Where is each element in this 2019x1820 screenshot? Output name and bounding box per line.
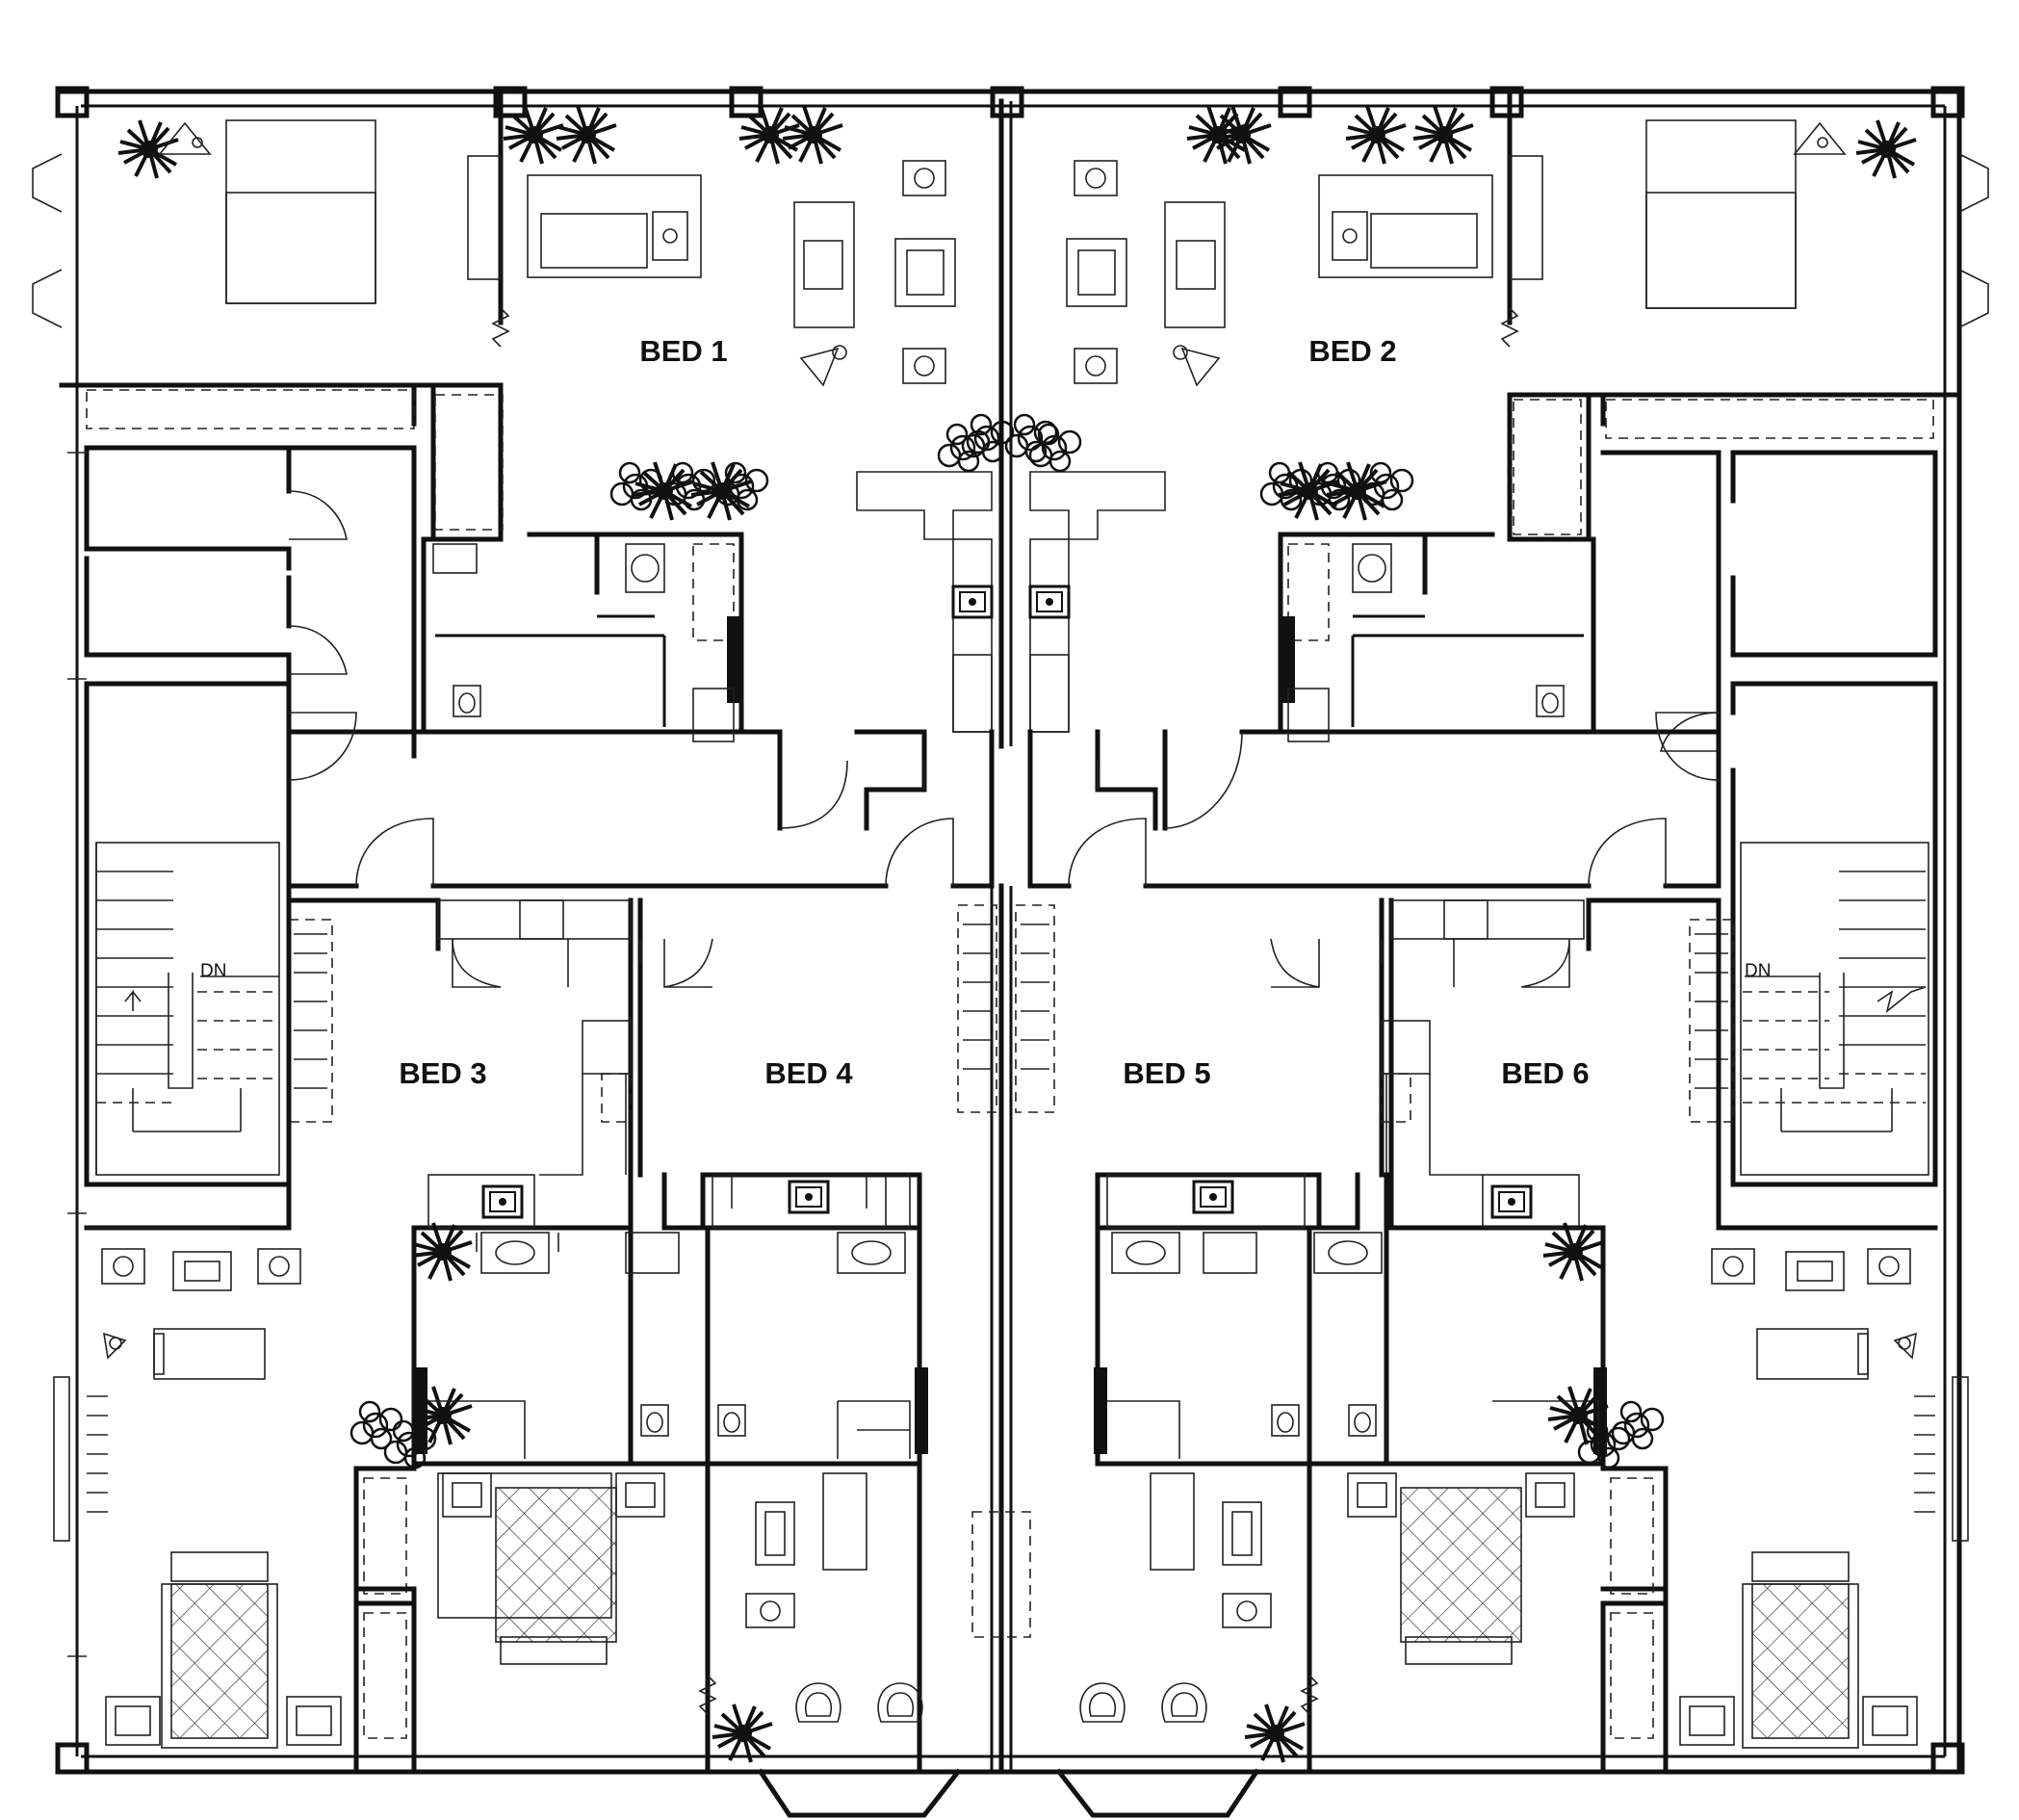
bed1-room [421,104,1015,742]
bed4-room [411,897,928,1775]
bed6-room [1381,897,1938,1775]
hall-closets [957,904,1055,1638]
right-core: DN [1600,450,1938,1187]
exterior-walls [32,86,1989,1818]
bed2-room [1004,104,1596,742]
label-bed5: BED 5 [1123,1056,1210,1090]
label-bed6: BED 6 [1501,1056,1589,1090]
top-left-bedroom [59,93,510,542]
label-bed4: BED 4 [764,1056,853,1090]
corridor [286,712,1721,889]
room-labels: BED 1 BED 2 BED 3 BED 4 BED 5 BED 6 [399,334,1589,1090]
label-bed2: BED 2 [1308,334,1396,368]
stair-label-left: DN [200,961,226,981]
bed5-room [1079,897,1607,1775]
label-bed3: BED 3 [399,1056,486,1090]
left-core: DN [67,445,417,1214]
label-bed1: BED 1 [639,334,727,368]
stair-label-right: DN [1745,961,1771,981]
